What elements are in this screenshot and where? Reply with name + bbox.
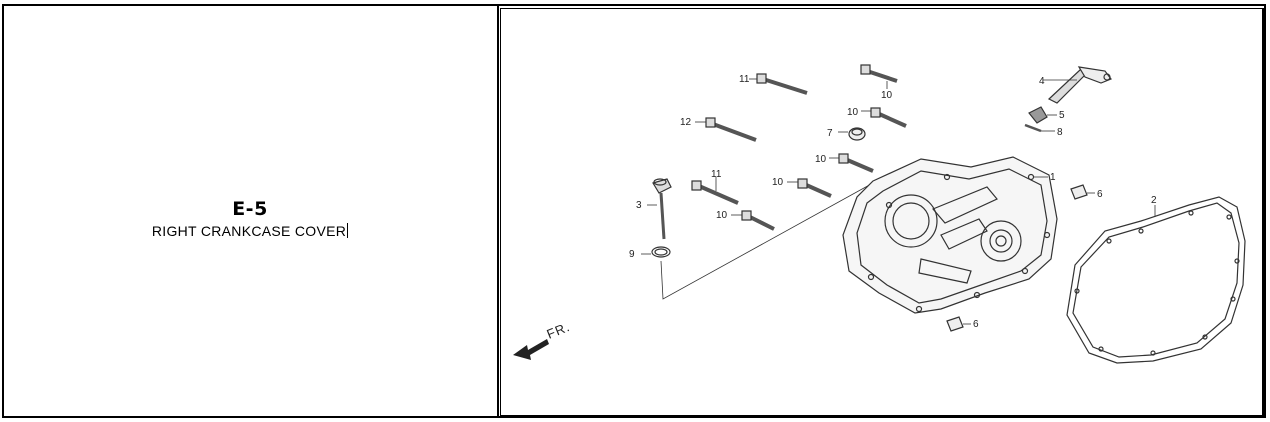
panel-divider [497, 4, 499, 418]
callout-10-fourth: 10 [772, 177, 784, 188]
part-oil-dipstick-3 [647, 178, 672, 240]
callout-10-third: 10 [815, 154, 827, 165]
callout-11-middle: 11 [711, 169, 722, 180]
part-stopper-5 [1028, 106, 1057, 124]
section-caption: E-5 RIGHT CRANKCASE COVER [2, 198, 498, 240]
dipstick-leader-line [660, 182, 874, 300]
callout-6-bottom: 6 [973, 319, 979, 330]
front-direction-arrow-icon [513, 339, 549, 360]
part-o-ring-9 [641, 246, 671, 258]
callout-10-top: 10 [881, 90, 893, 101]
part-dowel-pin-6-top [1070, 184, 1095, 200]
callout-3: 3 [636, 200, 642, 211]
callout-2: 2 [1151, 195, 1157, 206]
part-bolt-11-top [749, 73, 808, 95]
callout-4: 4 [1039, 76, 1045, 87]
callout-7: 7 [827, 128, 833, 139]
part-gasket-2 [1066, 196, 1246, 364]
exploded-parts-diagram: 11 12 10 10 7 [513, 64, 1246, 364]
part-bolt-10-top [860, 64, 898, 89]
text-cursor [347, 223, 349, 238]
part-pin-8 [1024, 123, 1055, 133]
callout-9: 9 [629, 249, 635, 260]
callout-6-top: 6 [1097, 189, 1103, 200]
callout-8: 8 [1057, 127, 1063, 138]
part-bolt-10-fourth [787, 178, 832, 198]
part-bolt-10-fifth [731, 210, 775, 231]
part-crankcase-cover-1 [842, 156, 1058, 314]
callout-11-top: 11 [739, 74, 750, 85]
callout-10-fifth: 10 [716, 210, 728, 221]
part-shift-arm-4 [1043, 66, 1112, 104]
part-dowel-pin-6-bottom [946, 316, 971, 332]
part-bolt-10-third [829, 153, 874, 173]
part-bolt-11-middle [691, 177, 739, 205]
part-collar-7 [838, 127, 866, 141]
section-title: RIGHT CRANKCASE COVER [151, 223, 347, 239]
callout-5: 5 [1059, 110, 1065, 121]
part-bolt-12 [695, 117, 757, 142]
callout-1: 1 [1050, 172, 1056, 183]
callout-10-second: 10 [847, 107, 859, 118]
part-bolt-10-second [861, 107, 907, 128]
section-code: E-5 [232, 198, 268, 220]
exploded-diagram-panel: 11 12 10 10 7 [500, 8, 1264, 416]
section-caption-panel: E-5 RIGHT CRANKCASE COVER [2, 4, 498, 418]
front-direction-label: FR. [545, 319, 573, 342]
callout-12: 12 [680, 117, 692, 128]
